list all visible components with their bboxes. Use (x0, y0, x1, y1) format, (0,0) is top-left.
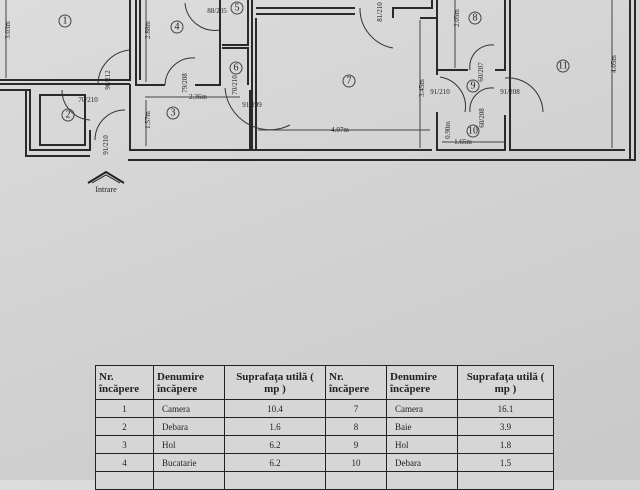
cell (457, 471, 554, 490)
door-label: 70/210 (231, 75, 239, 95)
room-number: 8 (473, 13, 478, 24)
dimension-label: 3.45m (418, 79, 426, 97)
cell: Bucatarie (153, 453, 225, 472)
header-room-no: Nr. încăpere (95, 365, 154, 400)
door-label: 70/210 (78, 96, 98, 104)
dimension-label: 4.07m (331, 126, 349, 134)
dimension-labels: 3.03m 2.88m 2.36m 1.57m 4.07m 3.45m 1.65… (4, 9, 618, 146)
door-label: 91/210 (430, 88, 450, 96)
dimension-lines (5, 0, 613, 148)
room-number: 9 (471, 81, 476, 92)
table-header-row: Nr. încăpere Denumire încăpere Suprafaţa… (95, 365, 554, 400)
dimension-label: 2.05m (453, 9, 461, 27)
door-label: 88/205 (207, 7, 227, 15)
cell: 4 (95, 453, 154, 472)
room-number: 1 (63, 16, 68, 27)
cell: Debara (153, 417, 225, 436)
table-row (95, 471, 554, 490)
doors (61, 2, 544, 141)
entrance-label: Intrare (95, 185, 117, 194)
cell (224, 471, 326, 490)
room-number: 7 (347, 76, 352, 87)
dimension-label: 2.36m (189, 93, 207, 101)
door-label: 60/207 (477, 62, 485, 82)
door-label: 91/210 (102, 135, 110, 155)
dimension-label: 2.88m (144, 21, 152, 39)
floor-plan: 1 2 3 4 5 6 7 8 9 10 11 88/205 90/212 79… (0, 0, 636, 194)
cell: 6.2 (224, 435, 326, 454)
cell (386, 471, 458, 490)
cell: 6.2 (224, 453, 326, 472)
cell: 3.9 (457, 417, 554, 436)
cell: 1.6 (224, 417, 326, 436)
door-label: 91/209 (242, 101, 262, 109)
header-area: Suprafaţa utilă ( mp ) (224, 365, 326, 400)
room-number: 11 (558, 61, 568, 72)
dimension-label: 3.03m (4, 21, 12, 39)
dimension-label: 4.05m (610, 55, 618, 73)
room-number: 2 (66, 110, 71, 121)
cell: 10 (325, 453, 387, 472)
cell: 1 (95, 399, 154, 418)
cell: Debara (386, 453, 458, 472)
entrance-arrow-icon (87, 170, 125, 184)
cell: Camera (153, 399, 225, 418)
cell: Baie (386, 417, 458, 436)
dimension-label: 0.90m (444, 121, 452, 139)
header-area: Suprafaţa utilă ( mp ) (457, 365, 554, 400)
room-number: 4 (175, 22, 180, 33)
dimension-label: 1.57m (144, 111, 152, 129)
room-labels: 1 2 3 4 5 6 7 8 9 10 11 (58, 1, 570, 138)
cell: 7 (325, 399, 387, 418)
cell: 2 (95, 417, 154, 436)
room-number: 3 (171, 108, 176, 119)
cell: 1.8 (457, 435, 554, 454)
cell: 16.1 (457, 399, 554, 418)
cell: 1.5 (457, 453, 554, 472)
cell: 9 (325, 435, 387, 454)
room-area-table: Nr. încăpere Denumire încăpere Suprafaţa… (95, 365, 554, 490)
door-label: 90/212 (104, 70, 112, 90)
cell: Hol (153, 435, 225, 454)
dimension-label: 1.65m (454, 138, 472, 146)
header-room-no: Nr. încăpere (325, 365, 387, 400)
door-label: 81/210 (376, 2, 384, 22)
room-number: 6 (234, 63, 239, 74)
door-label: 79/208 (181, 73, 189, 93)
room-number: 10 (468, 126, 478, 137)
cell: Camera (386, 399, 458, 418)
cell: 8 (325, 417, 387, 436)
room-number: 5 (235, 3, 240, 14)
door-label: 91/208 (500, 88, 520, 96)
door-labels: 88/205 90/212 79/208 70/210 91/209 70/21… (78, 2, 520, 155)
cell: 10.4 (224, 399, 326, 418)
cell (153, 471, 225, 490)
cell: 3 (95, 435, 154, 454)
header-room-name: Denumire încăpere (153, 365, 225, 400)
cell (325, 471, 387, 490)
door-label: 60/208 (478, 108, 486, 128)
header-room-name: Denumire încăpere (386, 365, 458, 400)
cell (95, 471, 154, 490)
entrance-marker: Intrare (87, 170, 125, 194)
cell: Hol (386, 435, 458, 454)
